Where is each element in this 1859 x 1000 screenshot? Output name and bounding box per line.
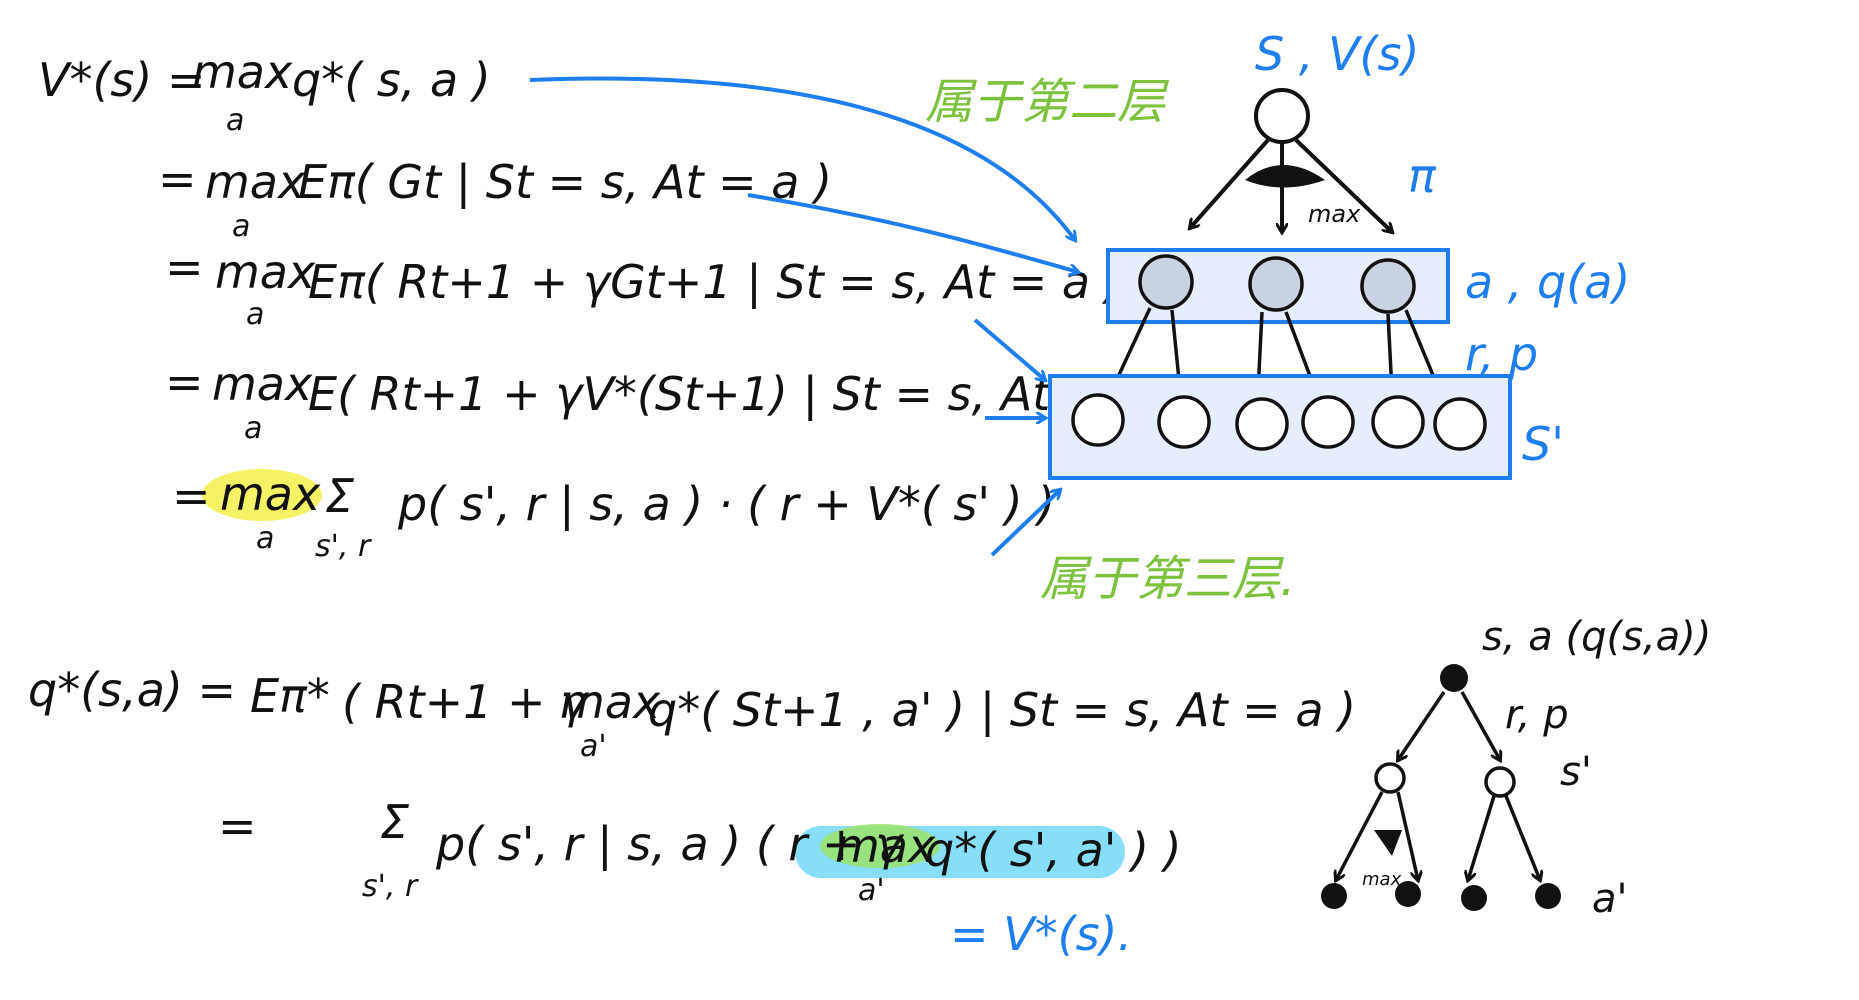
equals-sign: =	[172, 469, 211, 523]
yellow-highlight	[202, 469, 322, 521]
max-operator: max	[212, 357, 313, 411]
v-star-lhs: V*(s) =	[38, 53, 206, 107]
sum-subscript: s', r	[362, 869, 419, 904]
action-node	[1138, 254, 1194, 310]
max-subscript: a	[226, 103, 244, 138]
transition-label: r, p	[1465, 327, 1538, 381]
state-node	[1254, 88, 1310, 144]
next-state-node	[1235, 397, 1289, 451]
max-arc-scribble	[1374, 830, 1402, 856]
sum-symbol: Σ	[325, 469, 354, 523]
equation-to-diagram-arrows	[529, 76, 1078, 557]
action-leaf-node	[1321, 883, 1347, 909]
v-star-rhs: q*( s, a )	[292, 53, 491, 107]
max-operator: max	[220, 467, 321, 521]
tree-transition-label: r, p	[1505, 692, 1569, 738]
next-state-node	[1371, 395, 1425, 449]
sum-symbol: Σ	[380, 795, 409, 849]
arrow-line5-to-layer3	[990, 490, 1060, 557]
next-state-node	[1433, 397, 1487, 451]
v-star-rhs: E( Rt+1 + γV*(St+1) | St = s, At = a )	[308, 367, 1179, 422]
max-label: max	[1308, 200, 1361, 228]
q-backup-tree: s, a (q(s,a)) r, p s' max a'	[1321, 614, 1711, 922]
next-state-node	[1157, 395, 1211, 449]
v-star-rhs: p( s', r | s, a ) · ( r + V*( s' ) )	[397, 477, 1055, 532]
max-operator: max	[215, 245, 316, 299]
action-layer-label: a , q(a)	[1465, 255, 1630, 309]
action-leaf-node	[1461, 885, 1487, 911]
max-subscript: a	[246, 297, 264, 332]
equals-sign: =	[218, 799, 257, 853]
q-star-line-1: q*(s,a) = Eπ* ( Rt+1 + γ max a' q*( St+1…	[28, 663, 1356, 764]
state-action-node	[1440, 664, 1468, 692]
action-node	[1248, 256, 1304, 312]
action-leaf-node	[1395, 881, 1421, 907]
v-star-line-1: V*(s) = max a q*( s, a )	[38, 45, 491, 138]
backup-diagram: S , V(s) max π a , q(a) r, p	[925, 27, 1630, 607]
action-node	[1360, 258, 1416, 314]
green-note-third-layer: 属于第三层.	[1040, 551, 1295, 607]
arrow-line2-to-layer2	[747, 193, 1078, 272]
next-state-node	[1071, 393, 1125, 447]
q-star-lhs: q*(s,a) =	[28, 663, 236, 717]
v-star-line-4: = max a E( Rt+1 + γV*(St+1) | St = s, At…	[165, 355, 1179, 446]
v-star-line-3: = max a Eπ( Rt+1 + γGt+1 | St = s, At = …	[165, 240, 1123, 332]
max-operator: max	[192, 45, 293, 99]
max-arc-scribble	[1245, 165, 1325, 188]
max-operator: max	[835, 819, 936, 873]
top-state-label: S , V(s)	[1255, 27, 1419, 81]
next-state-node	[1484, 766, 1516, 798]
max-subscript: a	[256, 521, 274, 556]
q-star-equation-block: q*(s,a) = Eπ* ( Rt+1 + γ max a' q*( St+1…	[28, 663, 1356, 961]
max-subscript: a'	[580, 729, 607, 764]
sum-subscript: s', r	[315, 529, 372, 564]
q-star-line-2: = Σ s', r p( s', r | s, a ) ( r + γ max …	[218, 795, 1182, 908]
v-star-rhs: Eπ( Gt | St = s, At = a )	[298, 155, 832, 210]
tree-state-label: s'	[1560, 749, 1592, 795]
expectation-symbol: Eπ*	[250, 669, 330, 723]
tree-root-label: s, a (q(s,a))	[1482, 614, 1711, 660]
v-star-equivalence-note: = V*(s).	[950, 907, 1132, 961]
q-star-rhs: q*( St+1 , a' ) | St = s, At = a )	[648, 683, 1356, 738]
arrow-line3-to-layer3	[973, 318, 1045, 380]
transition-branches: r, p	[1112, 307, 1538, 392]
green-note-second-layer: 属于第二层	[925, 74, 1170, 130]
tree-action-label: a'	[1592, 876, 1628, 922]
policy-branches: max π	[1190, 138, 1437, 232]
equals-sign: =	[165, 240, 204, 294]
next-state-node	[1301, 395, 1355, 449]
max-subscript: a	[244, 411, 262, 446]
green-highlight	[820, 824, 940, 868]
max-operator: max	[560, 675, 661, 729]
q-star-expect-body: ( Rt+1 + γ	[342, 675, 590, 729]
equals-sign: =	[165, 355, 204, 409]
policy-label: π	[1408, 149, 1437, 203]
next-state-layer-label: S'	[1522, 417, 1564, 471]
q-star-rhs-end: q*( s', a' ) )	[925, 823, 1182, 877]
v-star-line-5: = max a Σ s', r p( s', r | s, a ) · ( r …	[172, 467, 1055, 564]
next-state-node	[1374, 762, 1406, 794]
action-leaf-node	[1535, 883, 1561, 909]
arrow-line1-to-layer2	[529, 76, 1075, 240]
v-star-line-2: = max a Eπ( Gt | St = s, At = a )	[158, 152, 832, 244]
max-operator: max	[205, 155, 306, 209]
max-subscript: a'	[858, 873, 885, 908]
v-star-equation-block: V*(s) = max a q*( s, a ) = max a Eπ( Gt …	[38, 45, 1179, 564]
v-star-rhs: Eπ( Rt+1 + γGt+1 | St = s, At = a )	[308, 255, 1123, 310]
equals-sign: =	[158, 152, 197, 206]
tree-max-label: max	[1362, 869, 1402, 890]
max-subscript: a	[232, 209, 250, 244]
q-star-rhs: p( s', r | s, a ) ( r + γ	[435, 817, 905, 872]
